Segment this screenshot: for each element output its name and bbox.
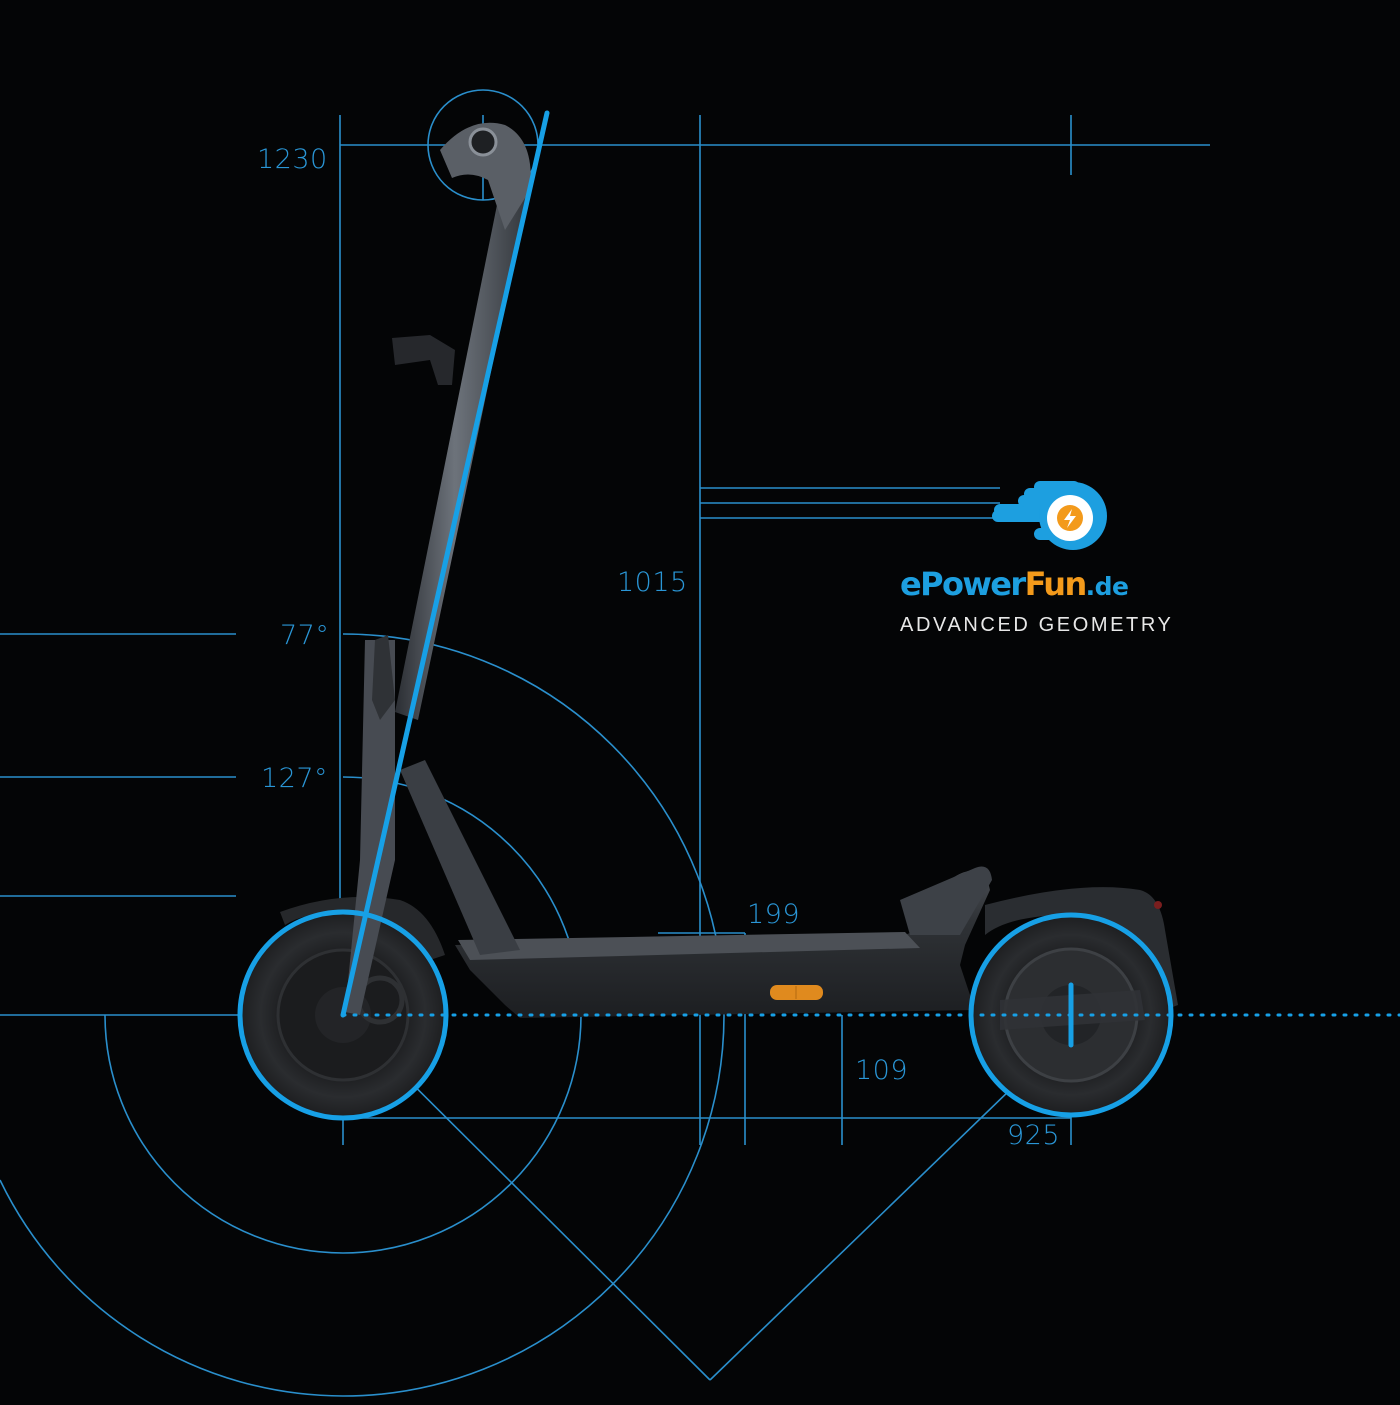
dimension-label-wheelbase: 925 bbox=[1007, 1120, 1061, 1151]
dimension-label-ground-clearance: 109 bbox=[855, 1055, 909, 1086]
stem bbox=[395, 190, 528, 720]
lightning-bolt-wheel-icon bbox=[992, 481, 1107, 550]
steering-axis-line bbox=[340, 110, 550, 1018]
brand-logo: ePowerFun.de ADVANCED GEOMETRY bbox=[900, 568, 1245, 637]
down-tube bbox=[400, 760, 520, 955]
brake-lever bbox=[392, 335, 455, 385]
construction-lines bbox=[0, 89, 1210, 1397]
handlebar-head bbox=[440, 122, 531, 230]
brand-name-tld: .de bbox=[1085, 572, 1129, 601]
highlight-overlays bbox=[237, 110, 1400, 1121]
dimension-label-deck-segment: 199 bbox=[747, 899, 801, 930]
rear-step bbox=[900, 866, 992, 935]
stem-lower-fork bbox=[345, 640, 395, 1015]
front-wheel-outline bbox=[237, 909, 449, 1121]
deck-top-surface bbox=[458, 932, 920, 960]
brand-tagline: ADVANCED GEOMETRY bbox=[900, 614, 1174, 636]
dimension-label-handlebar-height: 1015 bbox=[617, 567, 688, 598]
dimension-label-total-height: 1230 bbox=[257, 144, 328, 175]
rear-fender bbox=[985, 887, 1178, 1010]
brand-name-epower: ePower bbox=[900, 565, 1026, 603]
brand-name-fun: Fun bbox=[1024, 565, 1088, 603]
dimension-label-steering-angle: 77° bbox=[280, 620, 330, 651]
brand-name: ePowerFun.de bbox=[900, 568, 1245, 600]
dimension-label-fork-angle: 127° bbox=[261, 763, 329, 794]
folding-latch bbox=[372, 635, 395, 720]
